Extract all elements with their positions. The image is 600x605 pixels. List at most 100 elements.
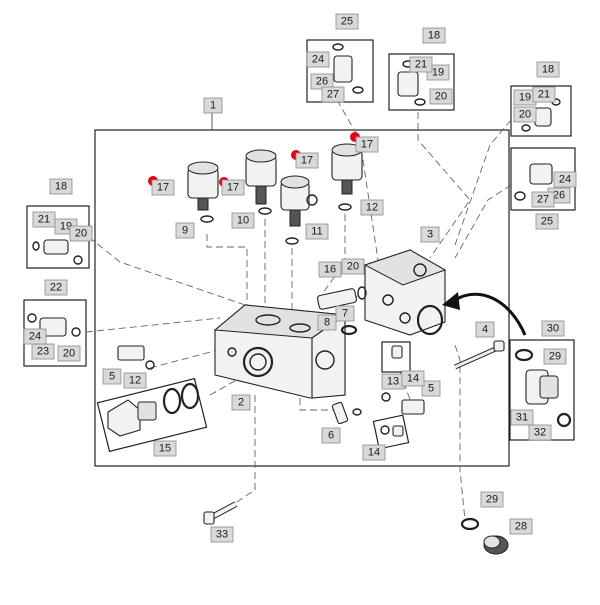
svg-text:15: 15 [159, 443, 171, 455]
callout-15: 15 [153, 440, 177, 457]
svg-text:2: 2 [238, 397, 244, 409]
fitting-kit-30 [514, 348, 572, 428]
callout-17-c: 17 [295, 152, 319, 169]
callout-17-d: 17 [355, 136, 379, 153]
svg-text:26: 26 [553, 190, 565, 202]
svg-text:27: 27 [537, 194, 549, 206]
callout-7: 7 [335, 305, 355, 322]
callout-17-a: 17 [151, 179, 175, 196]
callout-19-top: 19 [426, 64, 450, 81]
solenoid-valve-4 [331, 143, 363, 195]
svg-text:7: 7 [342, 308, 348, 320]
o-ring-11 [285, 237, 299, 245]
callout-25-right: 25 [535, 213, 559, 230]
callout-24-kit22: 24 [23, 328, 47, 345]
callout-20-kit22: 20 [57, 345, 81, 362]
svg-text:19: 19 [432, 67, 444, 79]
callout-11: 11 [305, 223, 329, 240]
callout-5-right: 5 [421, 380, 441, 397]
fitting-6 [331, 401, 362, 425]
svg-text:10: 10 [237, 215, 249, 227]
callout-12-top: 12 [360, 199, 384, 216]
callout-25-top: 25 [335, 13, 359, 30]
svg-text:17: 17 [361, 139, 373, 151]
callout-29-kit30: 29 [543, 348, 567, 365]
callout-14-bottom: 14 [362, 444, 386, 461]
fitting-14-bottom [372, 414, 410, 450]
svg-text:5: 5 [109, 371, 115, 383]
dashed-assembly-lines [85, 99, 512, 521]
callout-14-top: 14 [401, 370, 425, 387]
callout-20-left: 20 [69, 225, 93, 242]
svg-text:24: 24 [29, 331, 41, 343]
callout-6: 6 [321, 427, 341, 444]
svg-text:31: 31 [516, 412, 528, 424]
callout-2: 2 [231, 394, 251, 411]
svg-text:17: 17 [157, 182, 169, 194]
callout-21-left: 21 [32, 211, 56, 228]
svg-text:21: 21 [415, 59, 427, 71]
bolt-33 [203, 501, 238, 525]
callout-20-right: 20 [513, 106, 537, 123]
assembly-arrow [454, 292, 527, 336]
svg-text:20: 20 [63, 348, 75, 360]
fitting-5-left [117, 345, 155, 370]
o-ring-10 [258, 207, 272, 215]
main-assembly-frame [94, 129, 510, 467]
callout-20-top: 20 [429, 88, 453, 105]
kit-frame-18-top [388, 53, 455, 111]
callout-21-top: 21 [409, 56, 433, 73]
fitting-14-top [381, 341, 411, 373]
svg-text:24: 24 [312, 54, 324, 66]
svg-text:9: 9 [182, 225, 188, 237]
svg-text:25: 25 [541, 216, 553, 228]
svg-text:23: 23 [37, 346, 49, 358]
callout-26-top: 26 [310, 73, 334, 90]
assembly-arrowhead [442, 292, 460, 310]
callout-19-right: 19 [513, 89, 537, 106]
svg-text:14: 14 [368, 447, 380, 459]
svg-text:27: 27 [327, 89, 339, 101]
svg-text:11: 11 [311, 226, 322, 238]
callout-32: 32 [528, 424, 552, 441]
callout-16: 16 [318, 261, 342, 278]
bolt-4 [453, 340, 505, 370]
svg-text:16: 16 [324, 264, 336, 276]
svg-text:3: 3 [427, 229, 433, 241]
callout-1: 1 [203, 97, 223, 114]
svg-text:8: 8 [324, 317, 330, 329]
svg-text:20: 20 [519, 109, 531, 121]
callout-20-center: 20 [341, 258, 365, 275]
svg-text:29: 29 [549, 351, 561, 363]
callout-21-right: 21 [532, 86, 556, 103]
svg-text:26: 26 [316, 76, 328, 88]
callout-13: 13 [381, 373, 405, 390]
svg-text:20: 20 [75, 228, 87, 240]
svg-text:20: 20 [347, 261, 359, 273]
svg-text:19: 19 [60, 221, 72, 233]
o-ring-13 [381, 392, 391, 402]
callout-27-right: 27 [531, 191, 555, 208]
fitting-kit-18-top [397, 60, 426, 106]
svg-text:12: 12 [366, 202, 378, 214]
o-ring-9 [200, 215, 214, 223]
callout-27-top: 27 [321, 86, 345, 103]
svg-text:14: 14 [407, 373, 419, 385]
callout-12-left: 12 [123, 372, 147, 389]
svg-text:30: 30 [547, 323, 559, 335]
svg-text:28: 28 [515, 521, 527, 533]
svg-text:21: 21 [38, 214, 50, 226]
svg-text:17: 17 [301, 155, 313, 167]
svg-text:24: 24 [559, 174, 571, 186]
callout-10: 10 [231, 212, 255, 229]
callout-18-left: 18 [49, 178, 73, 195]
svg-text:29: 29 [486, 494, 498, 506]
callout-24-right: 24 [553, 171, 577, 188]
callout-33: 33 [210, 526, 234, 543]
fitting-kit-22 [27, 313, 81, 337]
plug-28 [483, 535, 509, 555]
svg-text:32: 32 [534, 427, 546, 439]
kit-frame-18-right [510, 85, 572, 137]
solenoid-valve-3 [280, 175, 318, 227]
